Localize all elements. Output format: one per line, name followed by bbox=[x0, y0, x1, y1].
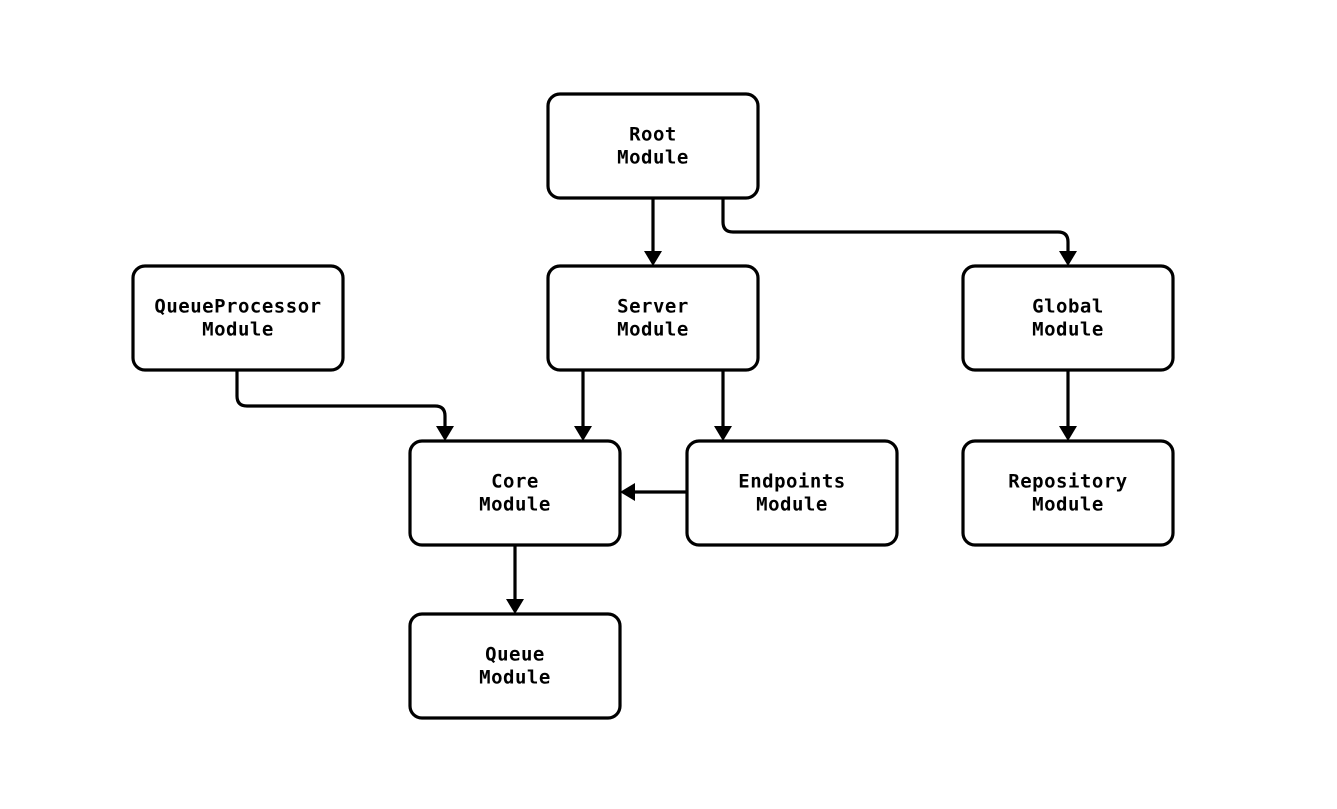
edge-line bbox=[721, 198, 1070, 251]
arrowhead-icon bbox=[506, 599, 524, 614]
edge-endpoints-to-core bbox=[620, 483, 687, 501]
arrowhead-icon bbox=[644, 251, 662, 266]
node-box[interactable] bbox=[961, 439, 1175, 547]
arrowhead-icon bbox=[714, 426, 732, 441]
arrowhead-icon bbox=[1059, 426, 1077, 441]
arrowhead-icon bbox=[574, 426, 592, 441]
node-box[interactable] bbox=[546, 264, 760, 372]
node-label-secondary: Module bbox=[756, 494, 828, 516]
node-label-secondary: Module bbox=[479, 494, 551, 516]
node-label-primary: Repository bbox=[1008, 471, 1127, 493]
edge-root-to-server bbox=[644, 198, 662, 266]
node-box[interactable] bbox=[131, 264, 345, 372]
node-label-secondary: Module bbox=[617, 319, 689, 341]
arrowhead-icon bbox=[620, 483, 635, 501]
node-label-primary: Root bbox=[629, 124, 677, 146]
arrowhead-icon bbox=[436, 426, 454, 441]
edge-queueprocessor-to-core bbox=[235, 370, 454, 441]
node-label-primary: Endpoints bbox=[738, 471, 845, 493]
node-label-secondary: Module bbox=[202, 319, 274, 341]
node-label-secondary: Module bbox=[479, 667, 551, 689]
edge-server-to-endpoints bbox=[714, 370, 732, 441]
edge-line bbox=[235, 370, 447, 426]
edge-global-to-repository bbox=[1059, 370, 1077, 441]
node-label-secondary: Module bbox=[1032, 494, 1104, 516]
edge-core-to-queue bbox=[506, 545, 524, 614]
nodes-layer: RootModuleQueueProcessorModuleServerModu… bbox=[131, 92, 1175, 720]
node-label-primary: Queue bbox=[485, 644, 545, 666]
node-box[interactable] bbox=[408, 439, 622, 547]
edge-root-to-global bbox=[721, 198, 1077, 266]
node-label-primary: Server bbox=[617, 296, 689, 318]
node-label-secondary: Module bbox=[617, 147, 689, 169]
node-box[interactable] bbox=[546, 92, 760, 200]
edge-server-to-core bbox=[574, 370, 592, 441]
node-label-secondary: Module bbox=[1032, 319, 1104, 341]
node-box[interactable] bbox=[408, 612, 622, 720]
edges-layer bbox=[235, 198, 1077, 614]
node-label-primary: Global bbox=[1032, 296, 1104, 318]
node-label-primary: Core bbox=[491, 471, 539, 493]
node-box[interactable] bbox=[961, 264, 1175, 372]
node-box[interactable] bbox=[685, 439, 899, 547]
arrowhead-icon bbox=[1059, 251, 1077, 266]
node-label-primary: QueueProcessor bbox=[154, 296, 321, 318]
